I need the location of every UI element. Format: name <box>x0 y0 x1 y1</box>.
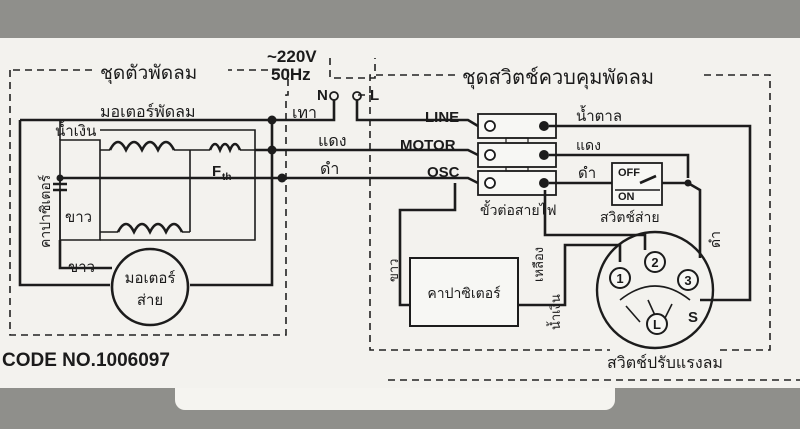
junction-node <box>56 174 64 182</box>
right-capacitor-label: คาปาซิเตอร์ <box>427 285 501 302</box>
terminal-osc-label: OSC <box>427 164 460 181</box>
supply-frequency: 50Hz <box>271 65 311 84</box>
junction-node <box>267 115 277 125</box>
lower-winding-coil <box>116 222 184 235</box>
l-terminal <box>352 91 362 101</box>
blue-vertical-label: น้ำเงิน <box>546 294 564 330</box>
yellow-vertical-label: เหลือง <box>531 247 547 282</box>
brown-wire-label: น้ำตาล <box>576 105 622 125</box>
neutral-wire <box>20 100 336 122</box>
black-vertical-label: ดำ <box>708 231 724 248</box>
speed-terminal-s-label: S <box>688 309 698 326</box>
swing-motor-label-1: มอเตอร์ <box>125 269 176 287</box>
live-wire <box>355 100 479 128</box>
junction-node <box>277 173 287 183</box>
left-section-border <box>9 69 289 336</box>
switch-off-label: OFF <box>618 167 640 179</box>
junction-node <box>267 145 277 155</box>
red-wire-left <box>255 148 479 157</box>
white-wire-label-1: ขาว <box>65 208 92 226</box>
speed-switch-circle <box>595 230 715 350</box>
yellow-wire <box>543 190 647 250</box>
white-wire-to-swing <box>58 240 112 270</box>
swing-switch-box <box>611 162 663 206</box>
gray-wire-label: เทา <box>292 103 317 122</box>
terminal-line-label: LINE <box>425 109 459 126</box>
white-vertical-label: ขาว <box>387 259 402 283</box>
fan-motor-label: มอเตอร์พัดลม <box>100 102 196 121</box>
terminal-motor-label: MOTOR <box>400 137 456 154</box>
brown-wire <box>549 124 752 302</box>
black-wire-left <box>60 176 479 185</box>
swing-motor-label-2: ส่าย <box>137 291 163 309</box>
blue-wire-right <box>518 243 622 307</box>
speed-terminal-3-label: 3 <box>684 273 691 288</box>
red-wire-right <box>549 153 690 178</box>
speed-terminal-2-label: 2 <box>651 255 658 270</box>
label-tab-strip <box>175 388 615 410</box>
speed-switch-arc <box>619 285 691 301</box>
fth-label: F <box>212 163 221 180</box>
thermal-fuse-symbol <box>208 142 242 154</box>
speed-terminal-2 <box>644 251 666 273</box>
plug-bracket <box>329 58 376 79</box>
right-section-border <box>358 74 771 351</box>
blue-wire-label: น้ำเงิน <box>55 120 96 140</box>
n-terminal <box>329 91 339 101</box>
left-section-title: ชุดตัวพัดลม <box>100 62 197 85</box>
supply-voltage: ~220V <box>267 47 317 66</box>
terminal-block <box>477 113 557 196</box>
white-wire-right <box>398 183 457 307</box>
red-wire-label-left: แดง <box>318 131 347 150</box>
supply-n-label: N <box>317 87 328 104</box>
speed-terminal-1 <box>609 267 631 289</box>
speed-terminal-l <box>646 313 668 335</box>
right-section-title: ชุดสวิตช์ควบคุมพัดลม <box>462 65 654 90</box>
code-number: CODE NO.1006097 <box>2 350 170 371</box>
swing-motor-circle <box>110 247 190 327</box>
speed-terminal-l-label: L <box>653 317 661 332</box>
winding-frame <box>100 129 256 241</box>
left-capacitor-label: คาปาซิเตอร์ <box>37 174 54 248</box>
capacitor-box <box>409 257 519 327</box>
black-wire-label-left: ดำ <box>320 159 339 178</box>
speed-terminal-3 <box>677 269 699 291</box>
swing-switch-output <box>662 181 702 258</box>
section-borders <box>9 58 800 381</box>
supply-l-label: L <box>370 87 379 104</box>
red-wire-label-right: แดง <box>576 138 601 154</box>
upper-winding-coil <box>108 140 176 153</box>
swing-switch-label: สวิตช์ส่าย <box>600 209 660 226</box>
swing-motor-return-wire <box>190 120 274 287</box>
speed-terminal-1-label: 1 <box>616 271 623 286</box>
left-outer-wire <box>18 120 110 287</box>
speed-switch-label: สวิตช์ปรับแรงลม <box>607 353 723 372</box>
switch-on-label: ON <box>618 191 635 203</box>
terminal-block-label: ขั้วต่อสายไฟ <box>480 200 557 219</box>
swing-switch-lever <box>639 174 657 185</box>
black-wire-label-right: ดำ <box>578 164 596 182</box>
